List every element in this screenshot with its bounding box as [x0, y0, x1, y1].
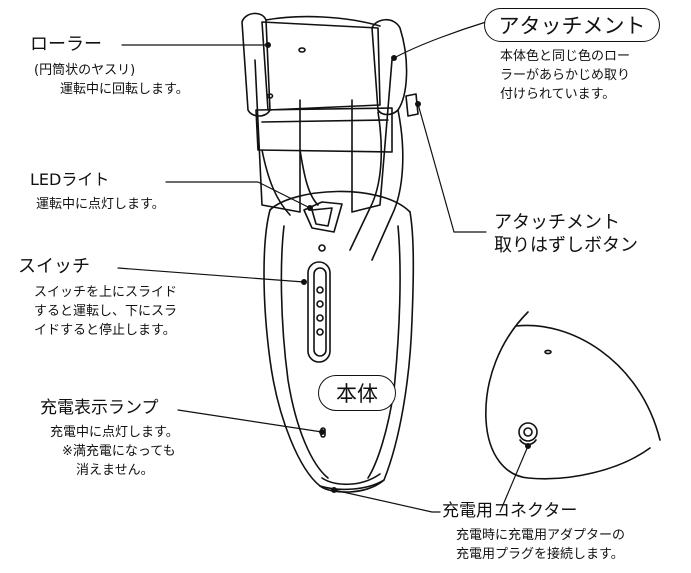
lamp-leader — [177, 409, 323, 433]
lamp-desc-line-1: 充電中に点灯します。 — [50, 425, 179, 440]
roller-title: ローラー — [30, 34, 102, 55]
release-line-1: アタッチメント — [494, 212, 620, 233]
switch-description: スイッチを上にスライド すると運転し、下にスラ イドすると停止します。 — [34, 284, 177, 341]
release-line-2: 取りはずしボタン — [494, 234, 638, 256]
led-description: 運転中に点灯します。 — [36, 196, 165, 215]
led-leader — [165, 181, 311, 209]
connector-inset-drawing — [485, 311, 661, 480]
lamp-description: 充電中に点灯します。 ※満充電になっても 消えません。 — [50, 424, 179, 481]
roller-desc-line-1: (円筒状のヤスリ) — [34, 63, 136, 78]
connector-title: 充電用コネクター — [442, 501, 578, 521]
attachment-title: アタッチメント — [498, 14, 646, 38]
main-body-drawing — [263, 190, 415, 493]
body-title: 本体 — [336, 382, 378, 406]
leader-lines — [117, 21, 531, 513]
lamp-desc-line-3: 消えません。 — [76, 462, 154, 478]
switch-leader — [117, 267, 305, 283]
attachment-desc-line-1: 本体色と同じ色のロー — [500, 49, 631, 64]
attachment-description: 本体色と同じ色のロー ラーがあらかじめ取り 付けられています。 — [500, 48, 630, 105]
roller-desc-line-2: 運転中に回転します。 — [60, 81, 189, 97]
led-desc-line-1: 運転中に点灯します。 — [36, 197, 165, 212]
switch-desc-line-3: イドすると停止します。 — [34, 322, 176, 338]
connector-desc-line-1: 充電時に充電用アダプターの — [456, 528, 626, 543]
body-title-box: 本体 — [318, 375, 396, 411]
led-title: LEDライト — [30, 170, 110, 189]
switch-title: スイッチ — [18, 256, 90, 277]
lamp-desc-line-2: ※満充電になっても — [62, 443, 176, 459]
attachment-desc-line-2: ラーがあらかじめ取り — [500, 67, 631, 83]
attachment-title-box: アタッチメント — [484, 8, 660, 42]
attachment-desc-line-3: 付けられています。 — [500, 86, 616, 102]
connector-leader — [333, 489, 441, 513]
release-button-label: アタッチメント 取りはずしボタン — [494, 212, 638, 257]
connector-description: 充電時に充電用アダプターの 充電用プラグを接続します。 — [456, 527, 625, 565]
switch-desc-line-1: スイッチを上にスライド — [34, 285, 178, 300]
switch-desc-line-2: すると運転し、下にスラ — [34, 303, 178, 319]
connector-inset-leader — [499, 445, 529, 513]
lamp-title: 充電表示ランプ — [40, 398, 159, 418]
roller-description: (円筒状のヤスリ) 運転中に回転します。 — [34, 62, 189, 100]
connector-desc-line-2: 充電用プラグを接続します。 — [456, 546, 624, 562]
release-leader — [417, 103, 487, 233]
attachment-leader — [393, 21, 487, 59]
roller-attachment-drawing — [241, 12, 419, 261]
